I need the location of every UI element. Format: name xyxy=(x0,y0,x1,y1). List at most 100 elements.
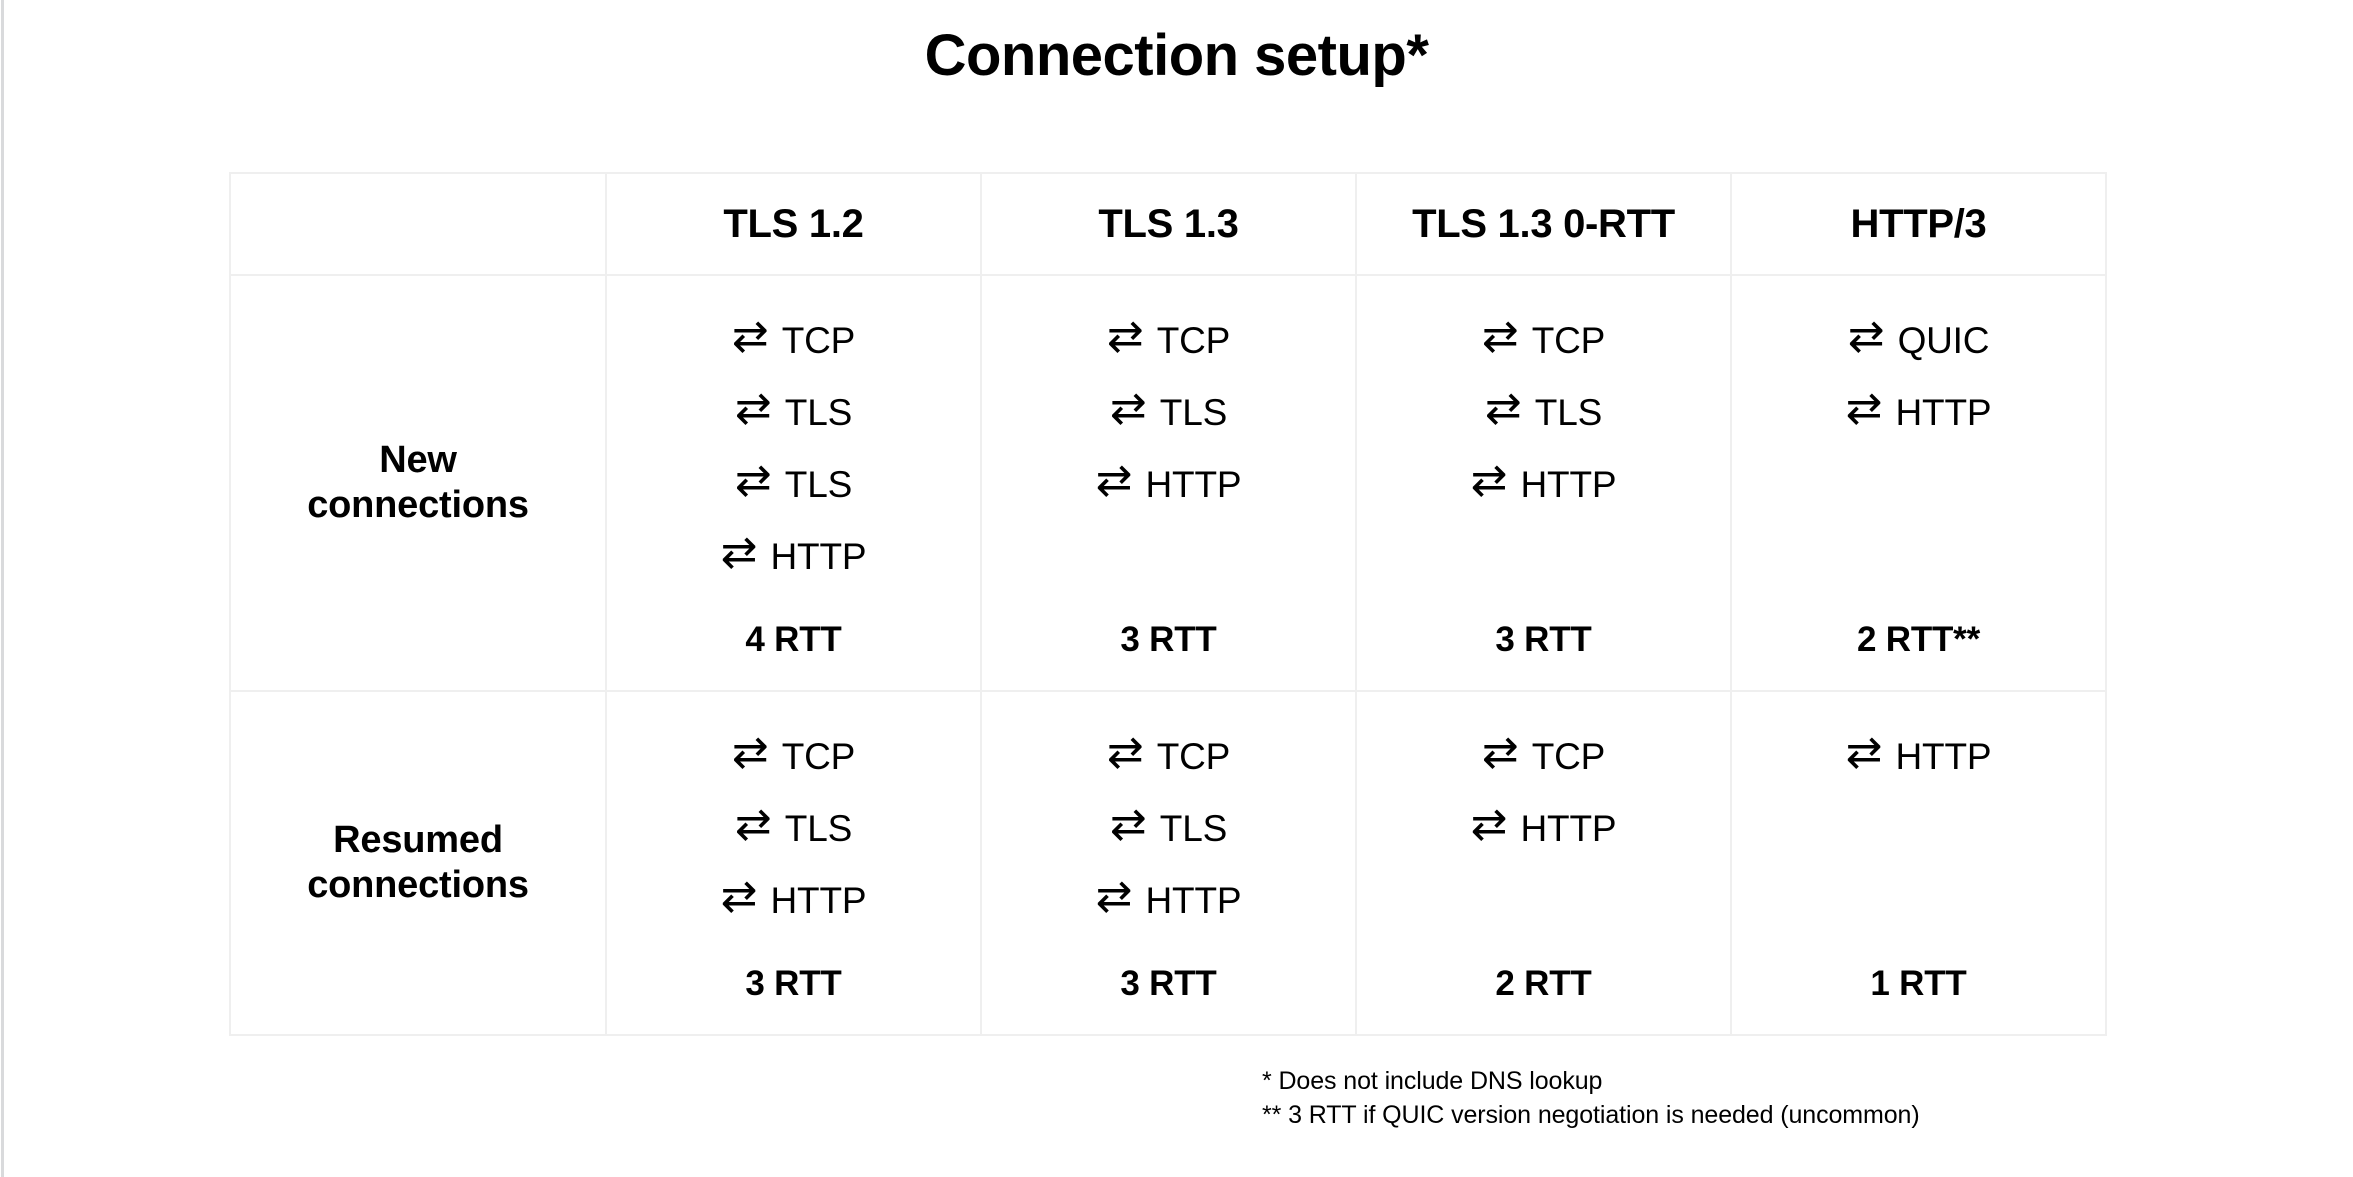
cell-resumed-tls13-0rtt: ⇄ TCP ⇄ HTTP 2 RTT xyxy=(1355,690,1732,1036)
bidirectional-arrow-icon: ⇄ xyxy=(1109,384,1147,433)
step-label: HTTP xyxy=(770,535,867,577)
bidirectional-arrow-icon: ⇄ xyxy=(1095,456,1133,505)
cell-new-tls13: ⇄ TCP ⇄ TLS ⇄ HTTP 3 RTT xyxy=(980,274,1357,692)
handshake-step: ⇄ TLS xyxy=(735,448,852,520)
step-label: TCP xyxy=(781,319,856,361)
rtt-total: 3 RTT xyxy=(1120,964,1217,1003)
step-label: HTTP xyxy=(1895,391,1992,433)
handshake-step: ⇄ TLS xyxy=(735,376,852,448)
step-label: TCP xyxy=(1156,735,1231,777)
handshake-step: ⇄ HTTP xyxy=(1846,720,1992,792)
step-label: TCP xyxy=(1156,319,1231,361)
cell-new-http3: ⇄ QUIC ⇄ HTTP 2 RTT** xyxy=(1730,274,2107,692)
step-label: HTTP xyxy=(1520,463,1617,505)
table-corner-cell xyxy=(229,172,607,276)
bidirectional-arrow-icon: ⇄ xyxy=(1106,728,1144,777)
bidirectional-arrow-icon: ⇄ xyxy=(731,728,769,777)
handshake-step: ⇄ TCP xyxy=(1482,304,1605,376)
bidirectional-arrow-icon: ⇄ xyxy=(1470,800,1508,849)
handshake-step: ⇄ TCP xyxy=(732,304,855,376)
column-header-tls12: TLS 1.2 xyxy=(605,172,982,276)
step-label: TCP xyxy=(1531,735,1606,777)
table-row-new-connections: New connections ⇄ TCP ⇄ TLS ⇄ TLS xyxy=(229,274,2107,692)
step-label: TLS xyxy=(784,807,853,849)
step-label: TLS xyxy=(1534,391,1603,433)
bidirectional-arrow-icon: ⇄ xyxy=(1845,384,1883,433)
bidirectional-arrow-icon: ⇄ xyxy=(1470,456,1508,505)
column-header-http3: HTTP/3 xyxy=(1730,172,2107,276)
handshake-step: ⇄ TCP xyxy=(732,720,855,792)
connection-setup-table: TLS 1.2 TLS 1.3 TLS 1.3 0-RTT HTTP/3 New… xyxy=(229,172,2107,1036)
step-label: HTTP xyxy=(770,879,867,921)
column-header-tls13-0rtt: TLS 1.3 0-RTT xyxy=(1355,172,1732,276)
rtt-total: 3 RTT xyxy=(745,964,842,1003)
page-title: Connection setup* xyxy=(924,23,1429,88)
cell-resumed-http3: ⇄ HTTP 1 RTT xyxy=(1730,690,2107,1036)
bidirectional-arrow-icon: ⇄ xyxy=(720,528,758,577)
step-label: HTTP xyxy=(1520,807,1617,849)
step-label: TLS xyxy=(1159,807,1228,849)
header-row: TLS 1.2 TLS 1.3 TLS 1.3 0-RTT HTTP/3 xyxy=(229,172,2107,276)
table-row-resumed-connections: Resumed connections ⇄ TCP ⇄ TLS ⇄ HTTP xyxy=(229,690,2107,1036)
handshake-step: ⇄ TLS xyxy=(735,792,852,864)
cell-new-tls12: ⇄ TCP ⇄ TLS ⇄ TLS ⇄ HTTP 4 RT xyxy=(605,274,982,692)
step-label: HTTP xyxy=(1145,879,1242,921)
bidirectional-arrow-icon: ⇄ xyxy=(1106,312,1144,361)
bidirectional-arrow-icon: ⇄ xyxy=(1109,800,1147,849)
row-label-new-connections: New connections xyxy=(229,274,607,692)
rtt-total: 3 RTT xyxy=(1120,620,1217,659)
handshake-step: ⇄ TCP xyxy=(1107,304,1230,376)
handshake-step: ⇄ HTTP xyxy=(1846,376,1992,448)
step-label: HTTP xyxy=(1145,463,1242,505)
cell-resumed-tls13: ⇄ TCP ⇄ TLS ⇄ HTTP 3 RTT xyxy=(980,690,1357,1036)
row-label-line-2: connections xyxy=(307,484,529,526)
step-label: TCP xyxy=(1531,319,1606,361)
bidirectional-arrow-icon: ⇄ xyxy=(731,312,769,361)
bidirectional-arrow-icon: ⇄ xyxy=(1481,312,1519,361)
bidirectional-arrow-icon: ⇄ xyxy=(720,872,758,921)
handshake-step: ⇄ QUIC xyxy=(1848,304,1990,376)
footnotes: * Does not include DNS lookup ** 3 RTT i… xyxy=(1262,1065,1920,1133)
bidirectional-arrow-icon: ⇄ xyxy=(734,456,772,505)
step-label: TLS xyxy=(784,463,853,505)
handshake-step: ⇄ HTTP xyxy=(1471,792,1617,864)
column-header-tls13: TLS 1.3 xyxy=(980,172,1357,276)
handshake-step: ⇄ HTTP xyxy=(1096,864,1242,936)
footnote-double-asterisk: ** 3 RTT if QUIC version negotiation is … xyxy=(1262,1100,1920,1129)
slide-left-edge-rule xyxy=(1,0,4,1177)
handshake-step: ⇄ TCP xyxy=(1482,720,1605,792)
step-label: TLS xyxy=(784,391,853,433)
bidirectional-arrow-icon: ⇄ xyxy=(1095,872,1133,921)
bidirectional-arrow-icon: ⇄ xyxy=(734,800,772,849)
rtt-total: 2 RTT xyxy=(1495,964,1592,1003)
handshake-step: ⇄ TLS xyxy=(1485,376,1602,448)
bidirectional-arrow-icon: ⇄ xyxy=(1481,728,1519,777)
bidirectional-arrow-icon: ⇄ xyxy=(734,384,772,433)
step-label: HTTP xyxy=(1895,735,1992,777)
handshake-step: ⇄ HTTP xyxy=(1096,448,1242,520)
handshake-step: ⇄ HTTP xyxy=(1471,448,1617,520)
handshake-step: ⇄ TCP xyxy=(1107,720,1230,792)
rtt-total: 2 RTT** xyxy=(1856,620,1981,659)
handshake-step: ⇄ HTTP xyxy=(721,864,867,936)
handshake-step: ⇄ TLS xyxy=(1110,376,1227,448)
row-label-line-2: connections xyxy=(307,864,529,906)
row-label-line-1: New xyxy=(379,439,457,482)
step-label: QUIC xyxy=(1897,319,1990,361)
table-header: TLS 1.2 TLS 1.3 TLS 1.3 0-RTT HTTP/3 xyxy=(229,172,2107,276)
cell-new-tls13-0rtt: ⇄ TCP ⇄ TLS ⇄ HTTP 3 RTT xyxy=(1355,274,1732,692)
handshake-step: ⇄ TLS xyxy=(1110,792,1227,864)
row-label-resumed-connections: Resumed connections xyxy=(229,690,607,1036)
bidirectional-arrow-icon: ⇄ xyxy=(1845,728,1883,777)
rtt-total: 4 RTT xyxy=(745,620,842,659)
rtt-total: 3 RTT xyxy=(1495,620,1592,659)
row-label-line-1: Resumed xyxy=(333,819,503,862)
cell-resumed-tls12: ⇄ TCP ⇄ TLS ⇄ HTTP 3 RTT xyxy=(605,690,982,1036)
bidirectional-arrow-icon: ⇄ xyxy=(1484,384,1522,433)
footnote-single-asterisk: * Does not include DNS lookup xyxy=(1262,1067,1603,1095)
handshake-step: ⇄ HTTP xyxy=(721,520,867,592)
step-label: TLS xyxy=(1159,391,1228,433)
bidirectional-arrow-icon: ⇄ xyxy=(1847,312,1885,361)
table-body: New connections ⇄ TCP ⇄ TLS ⇄ TLS xyxy=(229,274,2107,1036)
step-label: TCP xyxy=(781,735,856,777)
